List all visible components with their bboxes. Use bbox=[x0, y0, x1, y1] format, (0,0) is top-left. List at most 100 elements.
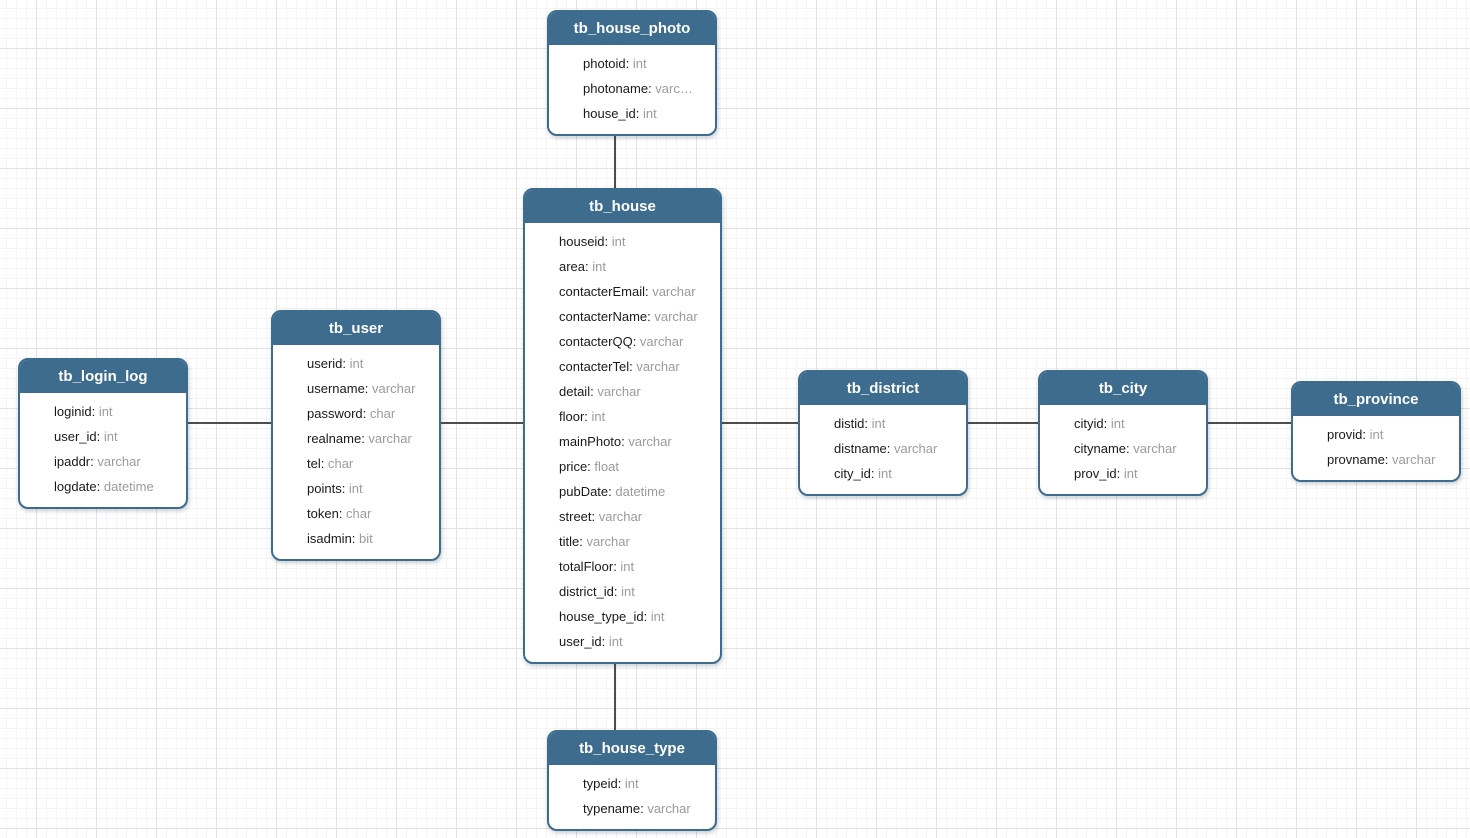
field-type: int bbox=[591, 409, 606, 424]
field-name: house_type_id: bbox=[559, 609, 651, 624]
field-row[interactable]: cityid: int bbox=[1040, 411, 1206, 436]
field-name: area: bbox=[559, 259, 593, 274]
field-row[interactable]: street: varchar bbox=[525, 504, 720, 529]
field-row[interactable]: mainPhoto: varchar bbox=[525, 429, 720, 454]
field-name: realname: bbox=[307, 431, 369, 446]
field-row[interactable]: detail: varchar bbox=[525, 379, 720, 404]
field-type: varchar bbox=[97, 454, 141, 469]
field-row[interactable]: typeid: int bbox=[549, 771, 715, 796]
field-row[interactable]: photoname: varc… bbox=[549, 76, 715, 101]
table-title[interactable]: tb_province bbox=[1293, 383, 1459, 416]
field-row[interactable]: totalFloor: int bbox=[525, 554, 720, 579]
field-row[interactable]: logdate: datetime bbox=[20, 474, 186, 499]
field-row[interactable]: token: char bbox=[273, 501, 439, 526]
field-row[interactable]: points: int bbox=[273, 476, 439, 501]
field-type: int bbox=[103, 429, 118, 444]
field-type: varc… bbox=[655, 81, 693, 96]
field-type: int bbox=[1123, 466, 1138, 481]
field-name: contacterTel: bbox=[559, 359, 637, 374]
field-name: logdate: bbox=[54, 479, 104, 494]
table-title[interactable]: tb_city bbox=[1040, 372, 1206, 405]
field-name: token: bbox=[307, 506, 347, 521]
field-name: photoname: bbox=[583, 81, 656, 96]
field-row[interactable]: username: varchar bbox=[273, 376, 439, 401]
field-name: distid: bbox=[834, 416, 872, 431]
field-type: varchar bbox=[654, 309, 698, 324]
field-row[interactable]: provname: varchar bbox=[1293, 447, 1459, 472]
field-row[interactable]: area: int bbox=[525, 254, 720, 279]
field-type: datetime bbox=[615, 484, 666, 499]
field-row[interactable]: title: varchar bbox=[525, 529, 720, 554]
field-type: int bbox=[621, 584, 635, 599]
field-type: varchar bbox=[598, 509, 643, 524]
field-row[interactable]: houseid: int bbox=[525, 229, 720, 254]
field-name: ipaddr: bbox=[54, 454, 98, 469]
table-title[interactable]: tb_district bbox=[800, 372, 966, 405]
connector-tb_house-tb_district[interactable] bbox=[720, 422, 800, 424]
field-type: varchar bbox=[636, 359, 680, 374]
field-name: user_id: bbox=[54, 429, 104, 444]
field-name: street: bbox=[559, 509, 599, 524]
field-row[interactable]: city_id: int bbox=[800, 461, 966, 486]
field-row[interactable]: price: float bbox=[525, 454, 720, 479]
field-row[interactable]: ipaddr: varchar bbox=[20, 449, 186, 474]
field-row[interactable]: isadmin: bit bbox=[273, 526, 439, 551]
field-row[interactable]: loginid: int bbox=[20, 399, 186, 424]
connector-tb_house_photo-tb_house[interactable] bbox=[614, 133, 616, 190]
field-row[interactable]: contacterQQ: varchar bbox=[525, 329, 720, 354]
connector-tb_house-tb_house_type[interactable] bbox=[614, 663, 616, 732]
table-title[interactable]: tb_user bbox=[273, 312, 439, 345]
table-title[interactable]: tb_house_type bbox=[549, 732, 715, 765]
field-row[interactable]: password: char bbox=[273, 401, 439, 426]
field-row[interactable]: tel: char bbox=[273, 451, 439, 476]
field-type: int bbox=[349, 356, 364, 371]
field-row[interactable]: distname: varchar bbox=[800, 436, 966, 461]
field-row[interactable]: distid: int bbox=[800, 411, 966, 436]
field-row[interactable]: user_id: int bbox=[525, 629, 720, 654]
field-row[interactable]: provid: int bbox=[1293, 422, 1459, 447]
field-name: password: bbox=[307, 406, 370, 421]
connector-tb_district-tb_city[interactable] bbox=[966, 422, 1040, 424]
field-row[interactable]: user_id: int bbox=[20, 424, 186, 449]
table-title[interactable]: tb_login_log bbox=[20, 360, 186, 393]
field-row[interactable]: cityname: varchar bbox=[1040, 436, 1206, 461]
field-row[interactable]: contacterTel: varchar bbox=[525, 354, 720, 379]
connector-tb_user-tb_house[interactable] bbox=[439, 422, 525, 424]
field-row[interactable]: typename: varchar bbox=[549, 796, 715, 821]
field-row[interactable]: floor: int bbox=[525, 404, 720, 429]
field-row[interactable]: house_type_id: int bbox=[525, 604, 720, 629]
field-row[interactable]: userid: int bbox=[273, 351, 439, 376]
field-name: typeid: bbox=[583, 776, 625, 791]
table-title[interactable]: tb_house bbox=[525, 190, 720, 223]
field-row[interactable]: contacterName: varchar bbox=[525, 304, 720, 329]
field-name: points: bbox=[307, 481, 349, 496]
field-row[interactable]: prov_id: int bbox=[1040, 461, 1206, 486]
connector-tb_city-tb_province[interactable] bbox=[1206, 422, 1293, 424]
field-name: provname: bbox=[1327, 452, 1393, 467]
field-row[interactable]: realname: varchar bbox=[273, 426, 439, 451]
field-row[interactable]: district_id: int bbox=[525, 579, 720, 604]
field-row[interactable]: contacterEmail: varchar bbox=[525, 279, 720, 304]
field-name: city_id: bbox=[834, 466, 879, 481]
connector-tb_login_log-tb_user[interactable] bbox=[186, 422, 273, 424]
field-type: varchar bbox=[639, 334, 684, 349]
field-row[interactable]: photoid: int bbox=[549, 51, 715, 76]
field-row[interactable]: house_id: int bbox=[549, 101, 715, 126]
table-title[interactable]: tb_house_photo bbox=[549, 12, 715, 45]
field-row[interactable]: pubDate: datetime bbox=[525, 479, 720, 504]
field-type: varchar bbox=[1392, 452, 1436, 467]
